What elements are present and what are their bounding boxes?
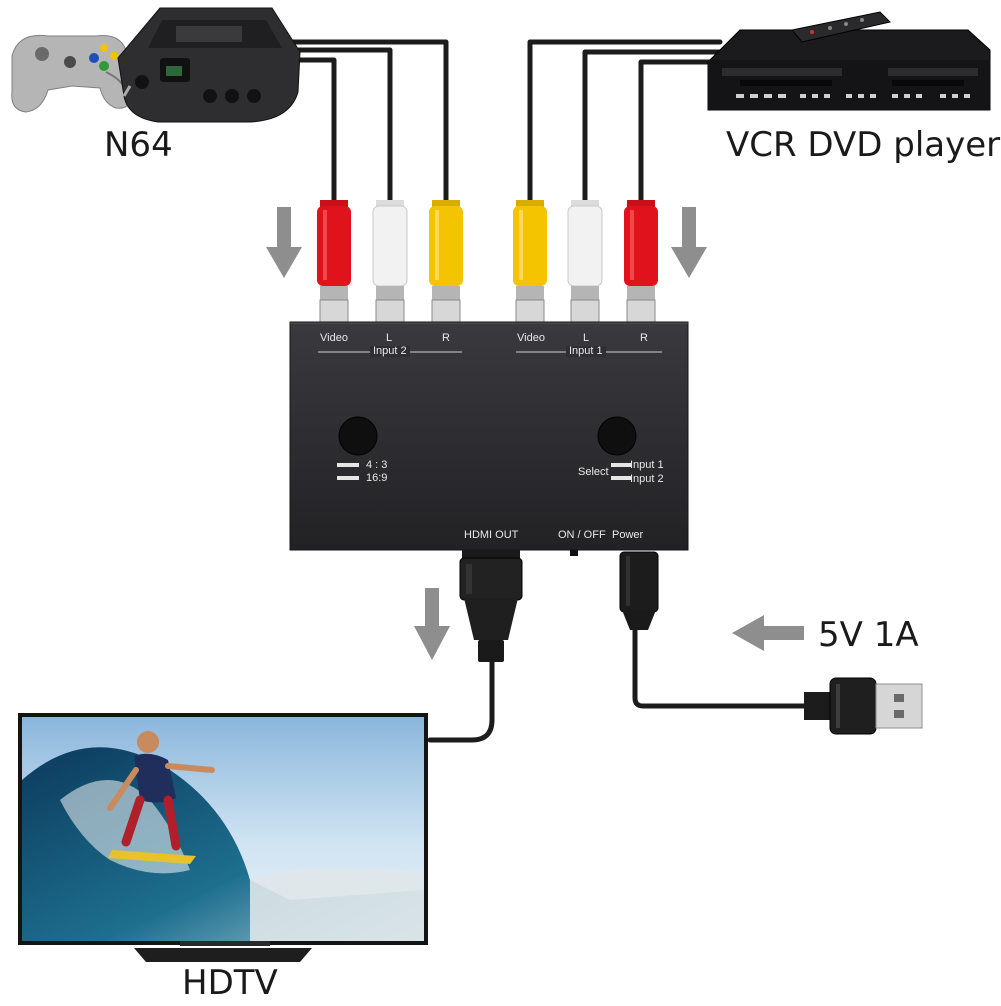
power-cable [632,617,813,709]
n64-label: N64 [104,125,173,165]
power-port-label: Power [612,529,644,541]
vcr-video-cable [527,39,723,208]
n64-console [11,7,301,123]
vcr-right-cable [638,59,723,208]
select-indicators [611,463,631,480]
hdtv [18,713,428,962]
rca-plug-input1-right [624,200,658,323]
input2-right-port-label: R [442,332,450,344]
aspect-button [338,416,378,456]
aspect-option-4-3: 4 : 3 [366,459,388,471]
rca-plug-input2-right [429,200,463,323]
input1-right-port-label: R [640,332,648,344]
input2-video-port-label: Video [320,332,348,344]
power-spec-label: 5V 1A [818,615,919,655]
n64-video-cable [297,57,337,208]
input2-group-label: Input 2 [370,346,410,357]
n64-controller [11,34,133,113]
surfer-figure [107,731,215,864]
usb-a-plug [804,677,923,735]
input1-video-port-label: Video [517,332,545,344]
on-off-label: ON / OFF [558,529,606,541]
n64-right-cable [277,39,449,208]
micro-usb-plug [619,551,659,630]
vcr-left-cable [582,49,723,208]
aspect-indicators [337,463,359,480]
hdmi-cable [427,637,495,743]
select-button [597,416,637,456]
rca-plug-input1-left [567,200,603,323]
power-switch [570,550,578,556]
hdmi-out-label: HDMI OUT [464,529,519,541]
rca-plug-input2-left [372,200,408,323]
input1-group-label: Input 1 [566,346,606,357]
input-arrow-left [266,207,302,278]
input2-left-port-label: L [386,332,393,344]
converter-box [289,321,689,551]
rca-plug-input1-video [513,200,547,323]
output-arrow [414,588,450,660]
input1-left-port-label: L [583,332,590,344]
remote-control [791,11,891,43]
select-option-input1: Input 1 [630,459,664,471]
select-label: Select [578,466,609,478]
input-arrow-right [671,207,707,278]
vcr-dvd-player [707,11,991,111]
tv-stand [134,948,312,962]
power-arrow [732,615,804,651]
hdtv-label: HDTV [182,963,278,1003]
select-option-input2: Input 2 [630,473,664,485]
av-cables [277,39,813,743]
aspect-option-16-9: 16:9 [366,472,388,484]
hdmi-plug [459,550,523,662]
rca-plug-input2-video [317,200,351,323]
n64-left-cable [287,47,393,208]
vcr-dvd-player-label: VCR DVD player [726,125,1001,165]
